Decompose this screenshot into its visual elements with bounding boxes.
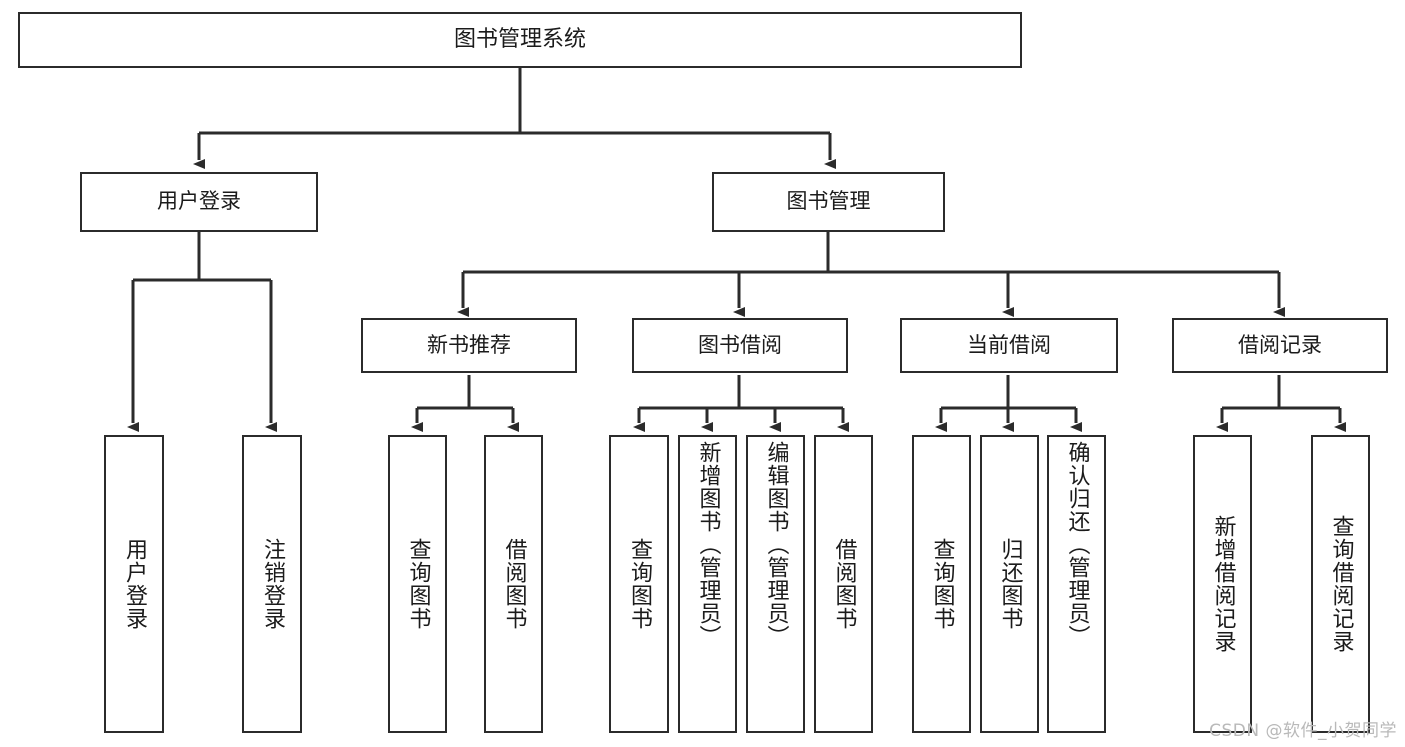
node-label: 编辑图书（管理员） xyxy=(763,441,789,648)
leaf-current-confirm-return-admin[interactable]: 确认归还（管理员） xyxy=(1047,435,1106,733)
node-label: 查询图书 xyxy=(627,538,652,630)
leaf-user-login-logout[interactable]: 注销登录 xyxy=(242,435,302,733)
node-label: 借阅图书 xyxy=(831,538,857,630)
node-label: 图书借阅 xyxy=(698,332,782,357)
leaf-current-query-book[interactable]: 查询图书 xyxy=(912,435,971,733)
node-label: 查询图书 xyxy=(929,538,955,630)
node-new-book-recommend[interactable]: 新书推荐 xyxy=(361,318,577,373)
node-book-management[interactable]: 图书管理 xyxy=(712,172,945,232)
node-root-system[interactable]: 图书管理系统 xyxy=(18,12,1022,68)
node-label: 用户登录 xyxy=(122,538,147,630)
node-user-login[interactable]: 用户登录 xyxy=(80,172,318,232)
node-label: 查询图书 xyxy=(405,538,431,630)
node-label: 借阅图书 xyxy=(501,538,527,630)
node-label: 用户登录 xyxy=(157,189,241,214)
node-label: 当前借阅 xyxy=(967,332,1051,357)
leaf-borrow-edit-book-admin[interactable]: 编辑图书（管理员） xyxy=(746,435,805,733)
leaf-borrow-borrow-book[interactable]: 借阅图书 xyxy=(814,435,873,733)
node-label: 图书管理系统 xyxy=(453,26,586,52)
csdn-watermark: CSDN @软件_小贺同学 xyxy=(1209,721,1397,741)
leaf-recommend-query-book[interactable]: 查询图书 xyxy=(388,435,447,733)
node-current-borrow[interactable]: 当前借阅 xyxy=(900,318,1118,373)
leaf-record-query-record[interactable]: 查询借阅记录 xyxy=(1311,435,1370,733)
leaf-current-return-book[interactable]: 归还图书 xyxy=(980,435,1039,733)
node-borrow-record[interactable]: 借阅记录 xyxy=(1172,318,1388,373)
node-label: 注销登录 xyxy=(260,538,285,630)
leaf-user-login-login[interactable]: 用户登录 xyxy=(104,435,164,733)
leaf-borrow-query-book[interactable]: 查询图书 xyxy=(609,435,669,733)
node-label: 新增图书（管理员） xyxy=(695,441,721,648)
leaf-borrow-add-book-admin[interactable]: 新增图书（管理员） xyxy=(678,435,737,733)
node-label: 图书管理 xyxy=(786,189,871,214)
node-label: 新增借阅记录 xyxy=(1210,515,1236,653)
node-book-borrow[interactable]: 图书借阅 xyxy=(632,318,848,373)
node-label: 借阅记录 xyxy=(1238,332,1322,357)
node-label: 新书推荐 xyxy=(427,332,511,357)
leaf-record-add-record[interactable]: 新增借阅记录 xyxy=(1193,435,1252,733)
node-label: 查询借阅记录 xyxy=(1328,515,1354,653)
leaf-recommend-borrow-book[interactable]: 借阅图书 xyxy=(484,435,543,733)
node-label: 归还图书 xyxy=(997,538,1023,630)
node-label: 确认归还（管理员） xyxy=(1064,441,1090,648)
